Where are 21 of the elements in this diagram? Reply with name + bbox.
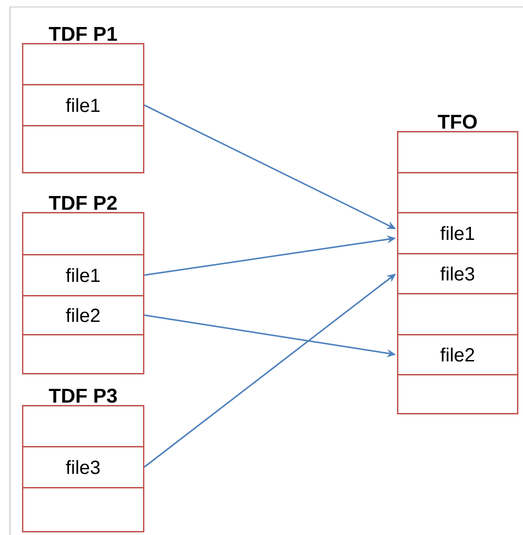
file-cell: file1: [22, 254, 144, 296]
empty-cell: [22, 212, 144, 256]
empty-cell: [22, 334, 144, 374]
empty-cell: [397, 374, 518, 414]
empty-cell: [22, 125, 144, 174]
empty-cell: [22, 43, 144, 86]
node-label: TDF P2: [48, 196, 117, 210]
file-cell: file3: [22, 446, 144, 488]
node-label: TFO: [438, 114, 477, 129]
node-label: TDF P1: [48, 27, 117, 41]
node-label: TDF P3: [48, 388, 117, 403]
file-cell: file2: [22, 295, 144, 336]
empty-cell: [22, 487, 144, 532]
file-cell: file1: [22, 84, 144, 126]
empty-cell: [397, 172, 518, 214]
empty-cell: [397, 293, 518, 336]
file-cell: file2: [397, 334, 518, 376]
empty-cell: [22, 405, 144, 448]
empty-cell: [397, 131, 518, 174]
file-cell: file1: [397, 212, 518, 254]
file-cell: file3: [397, 253, 518, 294]
